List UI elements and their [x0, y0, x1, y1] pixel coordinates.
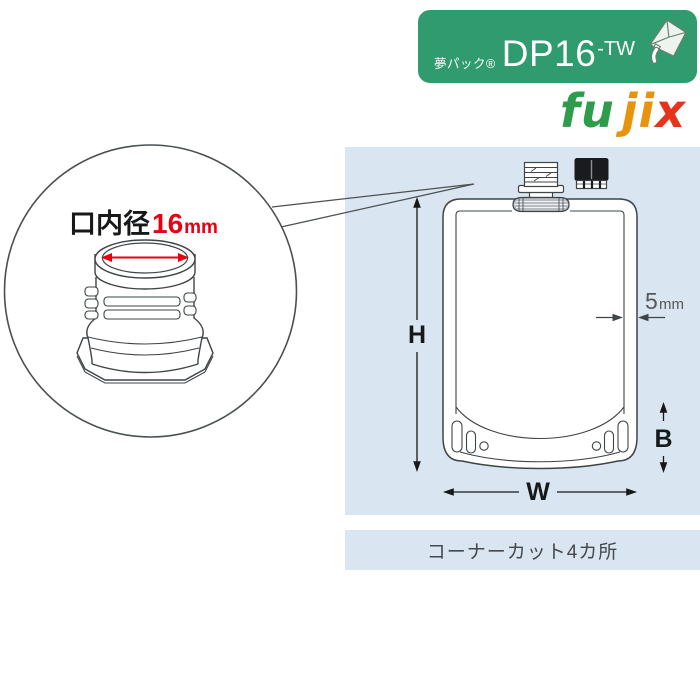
- seal-width-value: 5: [645, 288, 658, 314]
- dimension-annotations: H W B 5 mm: [408, 197, 684, 506]
- logo-part-ji: ji: [621, 84, 656, 138]
- caption-text: コーナーカット4カ所: [426, 541, 619, 563]
- pouch-spout-drawing: [512, 161, 570, 213]
- logo-part-fu: fu: [560, 84, 615, 138]
- product-badge: 夢パック® DP16 -TW: [418, 10, 697, 83]
- width-dim-label: W: [526, 478, 550, 506]
- logo-part-x: x: [655, 84, 686, 138]
- height-dim-label: H: [408, 321, 426, 349]
- seal-width-unit: mm: [659, 296, 684, 313]
- bottom-dim-label: B: [654, 425, 672, 453]
- callout-lines: [271, 183, 475, 228]
- inner-diameter-value: 16: [152, 208, 184, 239]
- spout-closeup-drawing: [76, 239, 214, 384]
- inner-diameter-unit: mm: [184, 217, 218, 238]
- model-suffix-label: -TW: [597, 38, 636, 60]
- caption-bar: コーナーカット4カ所: [345, 530, 700, 570]
- series-name-label: 夢パック®: [434, 56, 496, 71]
- model-number-label: DP16: [501, 33, 597, 74]
- cap-drawing: [574, 158, 609, 190]
- inner-diameter-arrow: [101, 253, 189, 262]
- pouch-icon: [648, 18, 688, 63]
- pouch-drawing: [442, 198, 638, 470]
- inner-diameter-label: 口内径: [69, 209, 150, 239]
